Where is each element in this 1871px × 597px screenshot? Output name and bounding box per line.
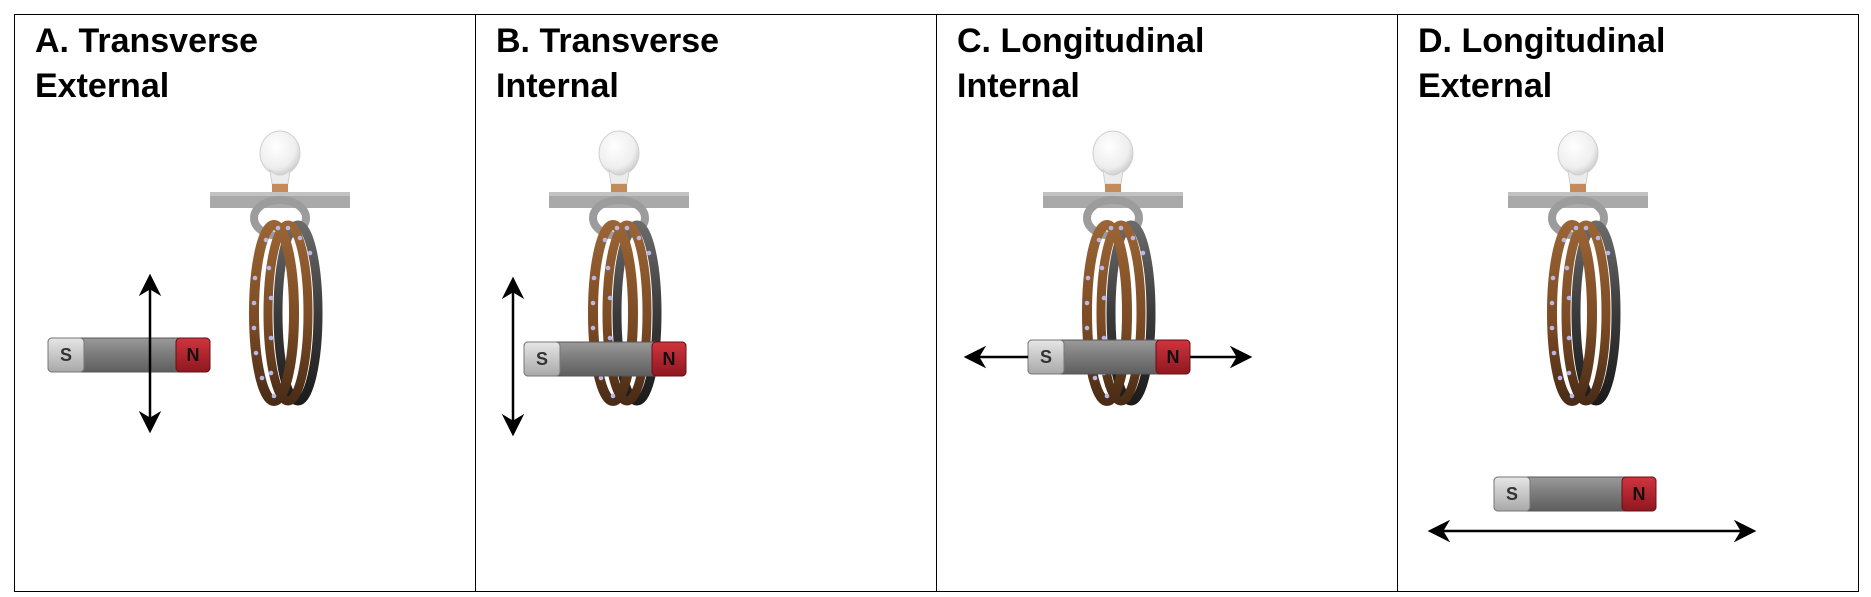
bar-magnet: [1493, 476, 1657, 512]
panel-a-illustration: [47, 15, 476, 434]
panel-a-title-line2: External: [35, 67, 170, 105]
panel-a-title-line1: A. Transverse: [35, 22, 259, 60]
panel-c-title-line1: C. Longitudinal: [957, 22, 1205, 60]
panel-c-title: C. Longitudinal Internal: [957, 19, 1204, 109]
panel-c-longitudinal-internal: C. Longitudinal Internal: [937, 15, 1398, 591]
panel-a-transverse-external: A. Transverse External: [15, 15, 476, 591]
panel-c-illustration: [963, 15, 1253, 591]
panel-d-longitudinal-external: D. Longitudinal External: [1398, 15, 1858, 591]
figure-grid: A. Transverse External B. Transverse Int…: [14, 14, 1859, 592]
panel-b-title-line2: Internal: [496, 67, 619, 105]
panel-b-title: B. Transverse Internal: [496, 19, 719, 109]
panel-b-transverse-internal: B. Transverse Internal: [476, 15, 937, 591]
bar-magnet: [1027, 339, 1191, 375]
panel-d-title-line2: External: [1418, 67, 1553, 105]
bar-magnet: [523, 341, 687, 377]
panel-c-title-line2: Internal: [957, 67, 1080, 105]
panel-a-title: A. Transverse External: [35, 19, 258, 109]
panel-b-title-line1: B. Transverse: [496, 22, 720, 60]
panel-d-title-line1: D. Longitudinal: [1418, 22, 1666, 60]
coil-apparatus: [1508, 131, 1648, 401]
panel-d-title: D. Longitudinal External: [1418, 19, 1665, 109]
panel-d-illustration: [1427, 15, 1757, 543]
coil-apparatus: [210, 131, 350, 401]
bar-magnet: [47, 337, 211, 373]
panel-b-illustration: [501, 15, 937, 437]
